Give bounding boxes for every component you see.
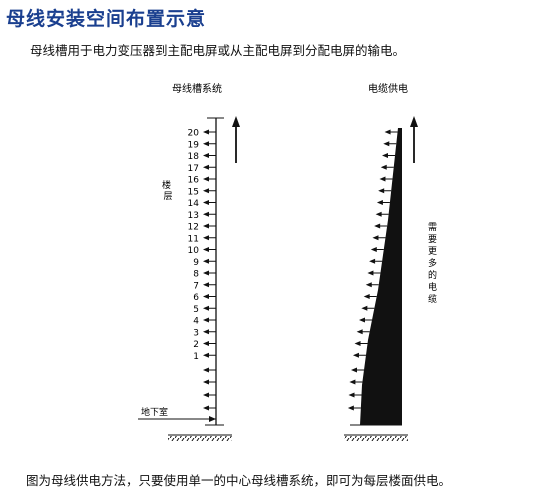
supply-arrowhead (209, 416, 216, 422)
floor-label: 2 (193, 340, 199, 350)
cable-arrow (367, 270, 381, 276)
floor-arrow (203, 258, 216, 264)
cable-arrow (375, 211, 389, 217)
floors-side-label: 楼 层 (162, 179, 174, 202)
cable-arrow (347, 405, 361, 411)
floor-label: 14 (188, 199, 200, 209)
cable-arrow (365, 282, 379, 288)
floor-label: 18 (188, 152, 200, 162)
floor-label: 19 (188, 140, 200, 150)
floor-arrow (203, 282, 216, 288)
floor-arrow (203, 129, 216, 135)
cable-arrow (380, 164, 394, 170)
floor-label: 12 (188, 223, 199, 233)
floor-label: 1 (193, 352, 199, 362)
ground-hatch-right (344, 436, 408, 441)
floor-arrow (203, 141, 216, 147)
floor-label: 16 (188, 176, 200, 186)
cable-arrow (374, 223, 388, 229)
floor-arrow (203, 379, 216, 385)
cable-arrow (378, 188, 392, 194)
cable-arrow (354, 341, 368, 346)
floor-label: 3 (193, 328, 199, 338)
caption: 图为母线供电方法，只要使用单一的中心母线槽系统，即可为每层楼面供电。 (26, 473, 452, 488)
up-arrow-right (410, 116, 418, 163)
ground-hatch (168, 436, 232, 441)
floor-arrow (203, 405, 216, 411)
floor-arrow (203, 294, 216, 299)
floor-label: 15 (188, 187, 199, 197)
cable-arrow (359, 317, 372, 323)
floor-arrow (203, 329, 216, 335)
floor-arrow (203, 352, 216, 358)
cable-arrow (370, 247, 384, 252)
cable-arrow (384, 129, 398, 135)
cable-bundle (360, 128, 402, 425)
cable-side-label: 需要更多的电缆 (428, 222, 437, 305)
subtitle: 母线槽用于电力变压器到主配电屏或从主配电屏到分配电屏的输电。 (30, 43, 406, 58)
cable-arrow (383, 141, 397, 147)
cable-arrow (349, 379, 363, 385)
floor-arrow (203, 200, 216, 205)
floor-arrow (203, 188, 216, 194)
floor-label: 9 (193, 258, 199, 268)
floor-label: 8 (193, 270, 199, 280)
floor-label: 20 (188, 129, 200, 139)
basement-label: 地下室 (141, 406, 168, 418)
floor-arrow (203, 153, 216, 158)
floor-arrow (203, 235, 216, 241)
cable-arrow (351, 367, 364, 373)
page-title: 母线安装空间布置示意 (6, 8, 207, 30)
floor-arrow (203, 317, 216, 323)
floor-label: 4 (193, 317, 199, 327)
busway-diagram: 母线槽系统 楼 层 201918171615141312111098765432… (138, 82, 240, 441)
cable-arrow (369, 258, 383, 264)
floor-arrow (203, 223, 216, 229)
cable-arrow (356, 329, 370, 335)
floor-label: 10 (188, 246, 200, 256)
cable-arrow (352, 352, 366, 358)
cable-heading: 电缆供电 (368, 82, 408, 95)
busway-heading: 母线槽系统 (172, 82, 222, 95)
floor-feed-arrows (203, 129, 216, 411)
floor-arrow (203, 305, 216, 311)
cable-diagram: 电缆供电 需要更多的电缆 (344, 82, 437, 441)
floor-label: 7 (193, 281, 199, 291)
floor-label: 13 (188, 211, 199, 221)
floor-label: 6 (193, 293, 199, 303)
floor-arrow (203, 247, 216, 252)
floor-arrow (203, 164, 216, 170)
cable-arrow (361, 305, 375, 311)
floor-arrow (203, 176, 216, 182)
floor-arrow (203, 367, 216, 373)
cable-arrow (382, 153, 396, 158)
cable-arrow (363, 294, 377, 299)
floor-label: 5 (193, 305, 199, 315)
up-arrow (232, 116, 240, 163)
cable-feed-arrows (347, 129, 398, 411)
floor-label: 17 (188, 164, 199, 174)
floor-arrow (203, 211, 216, 217)
floor-label: 11 (188, 234, 199, 244)
cable-arrow (379, 176, 393, 182)
floor-arrow (203, 270, 216, 276)
cable-arrow (376, 200, 390, 205)
cable-arrow (348, 392, 362, 398)
cable-arrow (372, 235, 386, 241)
floor-arrow (203, 341, 216, 346)
floor-arrow (203, 392, 216, 398)
